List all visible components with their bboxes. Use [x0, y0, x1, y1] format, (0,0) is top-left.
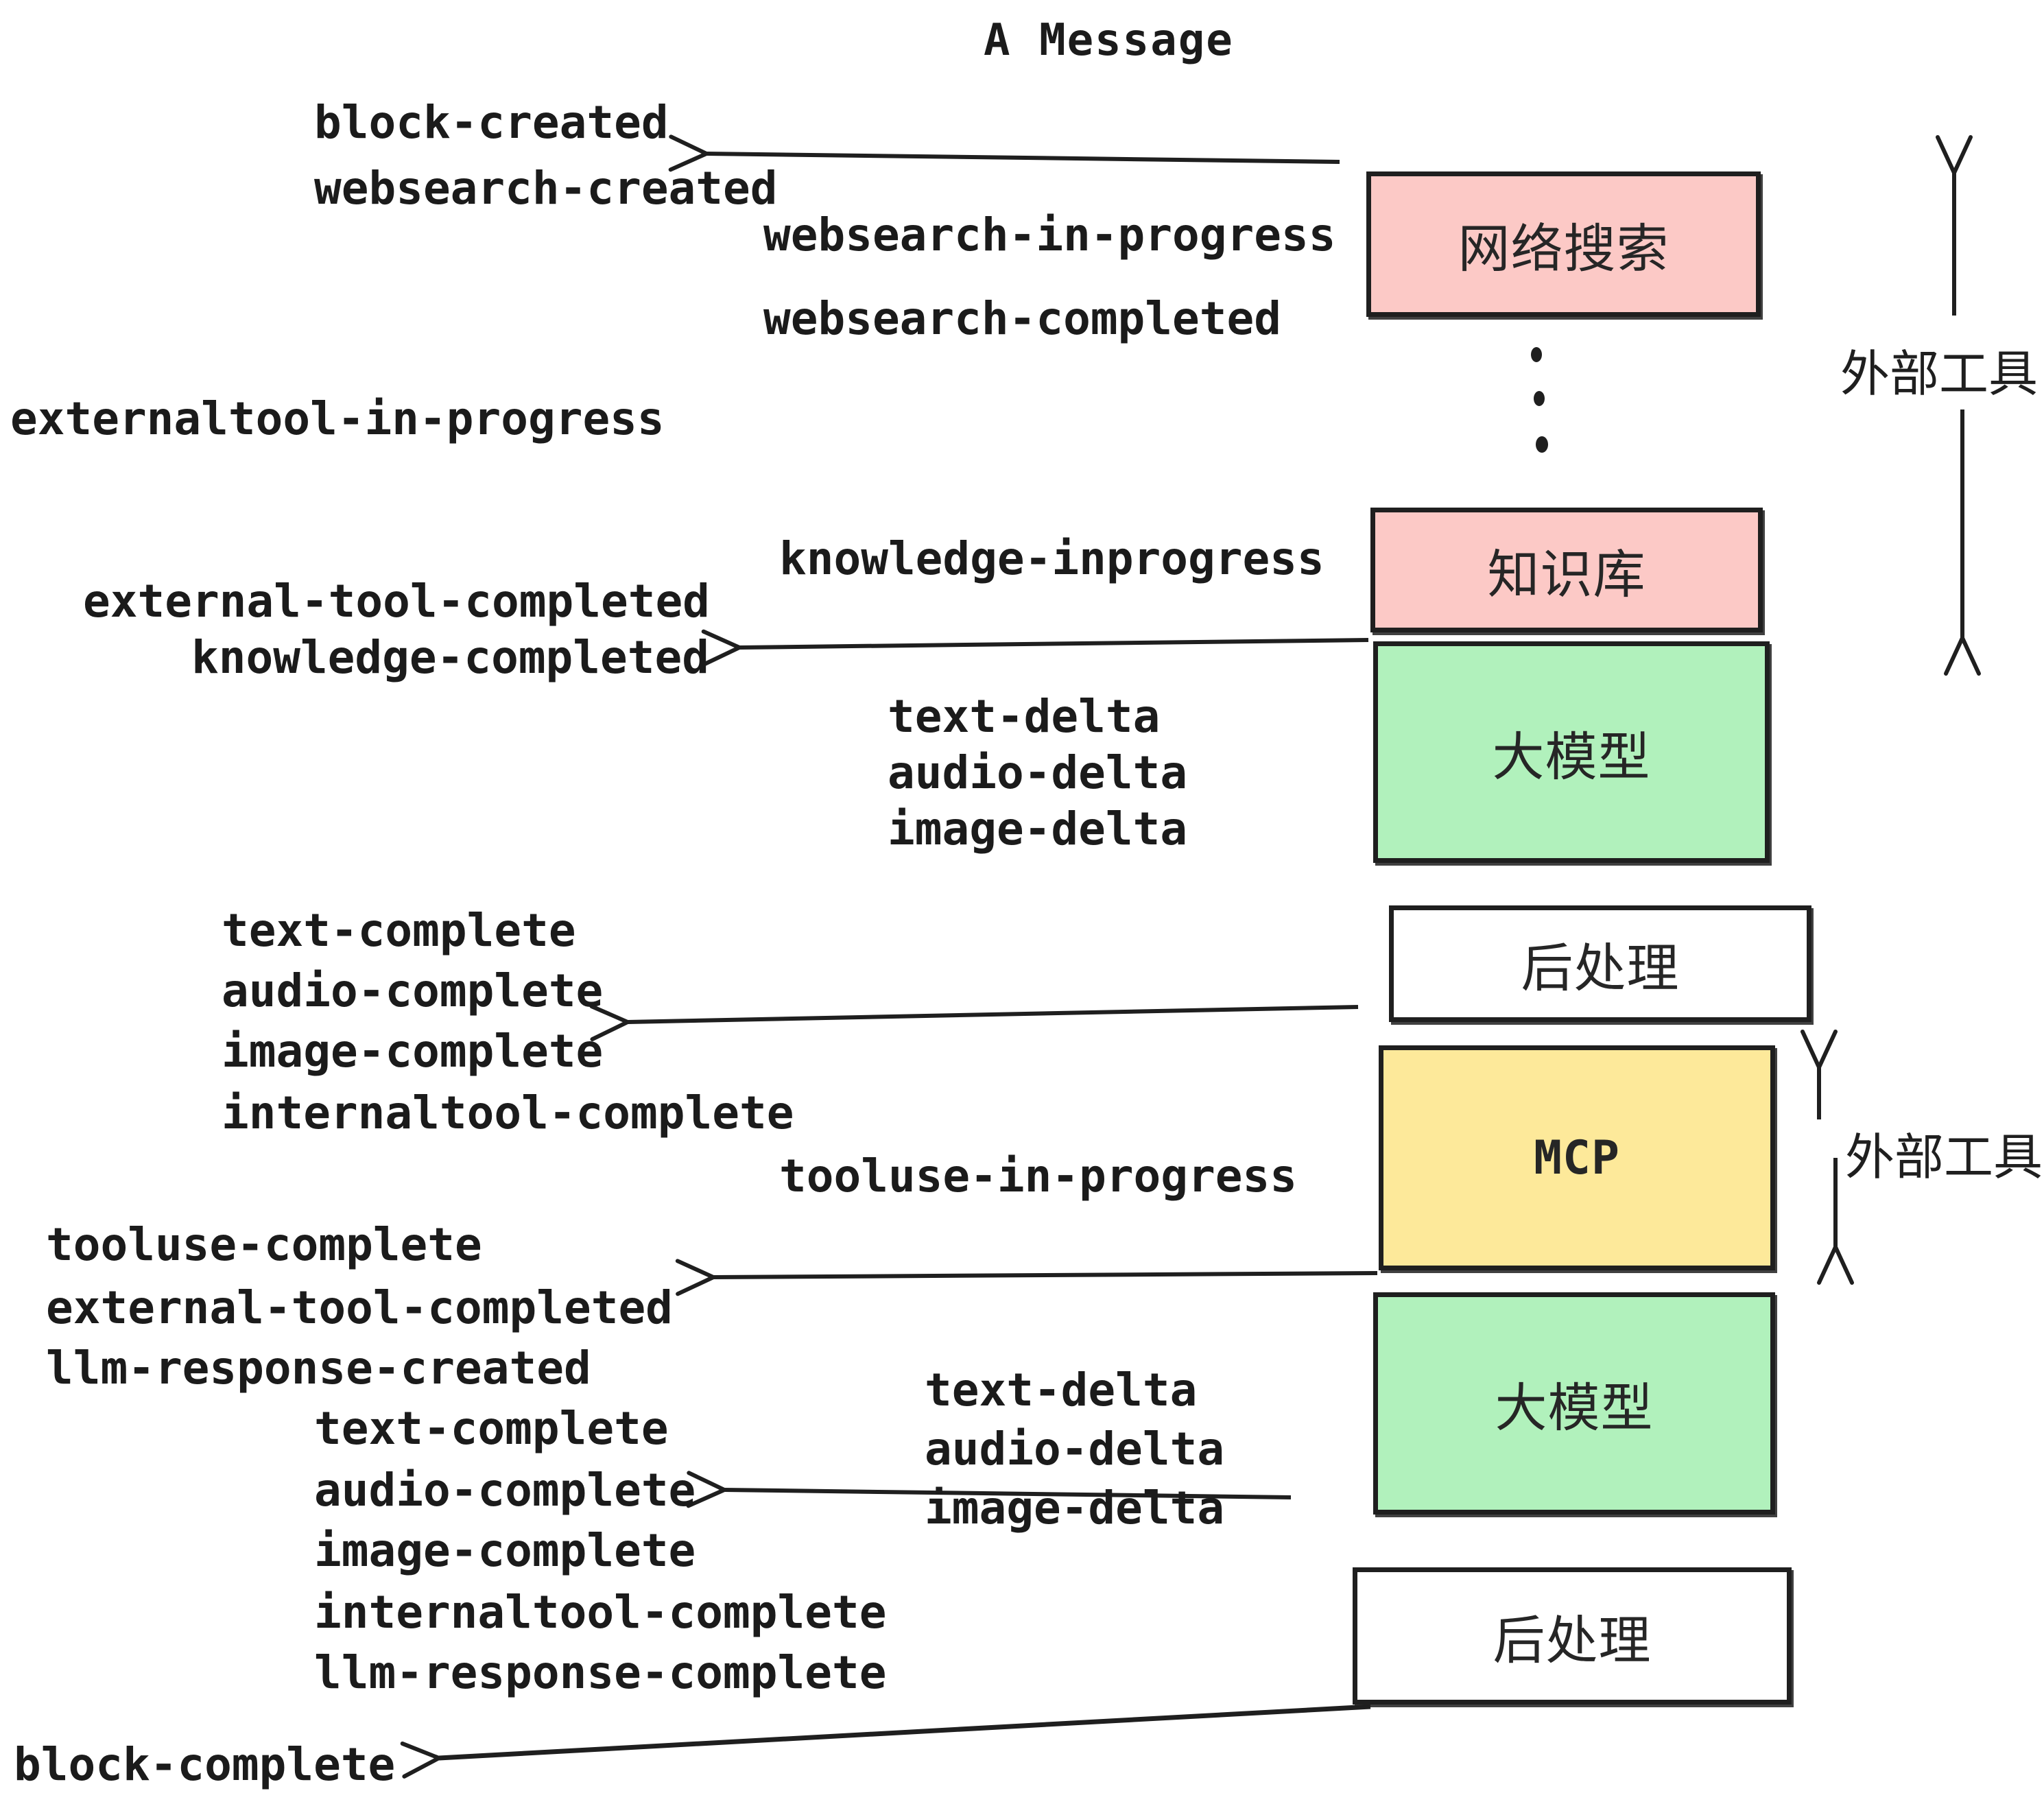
arrow-block-complete	[400, 1704, 1371, 1779]
event-label: image-complete	[222, 1025, 604, 1078]
event-label: internaltool-complete	[314, 1586, 887, 1639]
event-label: audio-complete	[314, 1464, 696, 1517]
event-label: image-complete	[314, 1524, 696, 1577]
ellipsis-dots	[1531, 347, 1548, 453]
event-label: knowledge-completed	[191, 631, 709, 684]
node-mcp-label: MCP	[1534, 1130, 1620, 1185]
event-label: llm-response-created	[46, 1342, 591, 1394]
node-llm-1-label: 大模型	[1492, 726, 1651, 787]
node-llm-1: 大模型	[1373, 641, 1770, 863]
event-label: tooluse-complete	[46, 1218, 482, 1271]
node-knowledge-base-label: 知识库	[1487, 544, 1646, 605]
node-postprocess-2-label: 后处理	[1493, 1610, 1652, 1671]
event-label: block-complete	[14, 1738, 396, 1791]
node-postprocess-2: 后处理	[1353, 1567, 1792, 1705]
node-llm-2-label: 大模型	[1495, 1377, 1654, 1438]
node-knowledge-base: 知识库	[1370, 508, 1763, 632]
arrow-knowledge-completed	[701, 629, 1369, 667]
event-label: knowledge-inprogress	[779, 532, 1324, 585]
event-label: image-delta	[888, 803, 1188, 855]
event-label: audio-complete	[222, 964, 604, 1017]
side-label-external-tools-1: 外部工具	[1840, 345, 2039, 403]
event-label: image-delta	[925, 1482, 1225, 1534]
arrow-block-created	[668, 134, 1340, 172]
diagram-title: A Message	[984, 15, 1234, 66]
event-label: websearch-created	[314, 162, 778, 215]
event-label: llm-response-complete	[314, 1646, 887, 1699]
event-label: external-tool-completed	[46, 1281, 673, 1334]
event-label: text-delta	[888, 690, 1161, 743]
event-label: websearch-in-progress	[763, 209, 1336, 261]
event-label: tooluse-in-progress	[779, 1150, 1297, 1202]
event-label: text-complete	[222, 904, 576, 957]
event-label: block-created	[314, 96, 669, 149]
node-websearch-label: 网络搜索	[1458, 218, 1669, 279]
event-label: audio-delta	[888, 746, 1188, 799]
event-label: audio-delta	[925, 1423, 1225, 1475]
event-label: internaltool-complete	[222, 1087, 794, 1139]
event-label: websearch-completed	[763, 292, 1281, 345]
node-mcp: MCP	[1379, 1045, 1775, 1270]
event-label: external-tool-completed	[83, 575, 710, 628]
event-label: text-delta	[925, 1364, 1198, 1416]
arrow-image-complete	[589, 1004, 1359, 1042]
node-llm-2: 大模型	[1373, 1292, 1775, 1515]
side-label-external-tools-2: 外部工具	[1845, 1128, 2043, 1186]
event-label: externaltool-in-progress	[10, 392, 665, 445]
event-label: text-complete	[314, 1402, 669, 1455]
node-websearch: 网络搜索	[1366, 171, 1761, 317]
node-postprocess-1-label: 后处理	[1521, 938, 1680, 999]
arrow-tooluse-complete	[675, 1259, 1378, 1296]
node-postprocess-1: 后处理	[1389, 905, 1811, 1022]
